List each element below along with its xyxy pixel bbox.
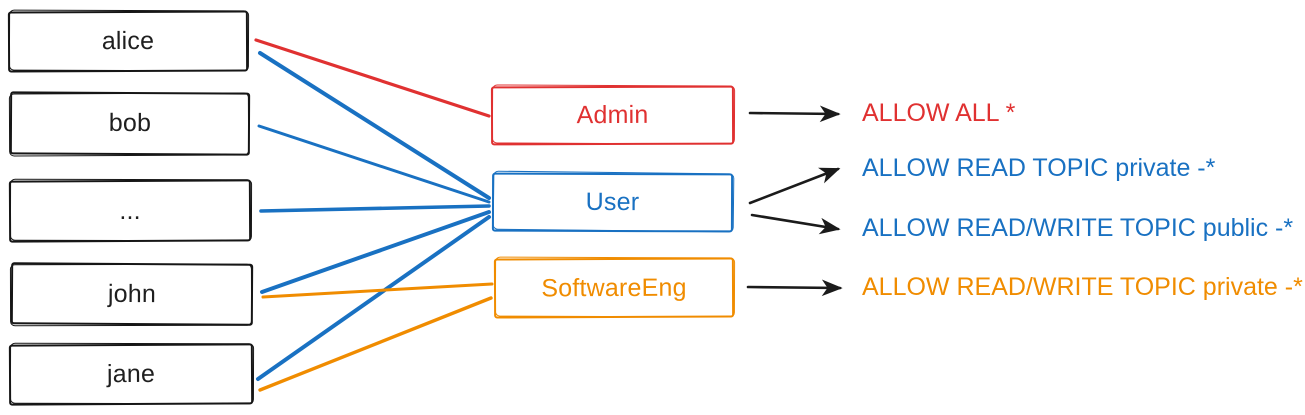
role-label-admin: Admin [576, 100, 649, 130]
edge-john-to-User [260, 210, 491, 294]
role-box-admin: Admin [490, 85, 735, 146]
edge-alice-to-Admin [254, 38, 491, 118]
arrow-Admin-to-allow-all [748, 105, 841, 123]
role-box-user: User [491, 172, 734, 233]
user-box-jane: jane [8, 343, 254, 406]
user-box-john: john [10, 262, 254, 326]
user-label-john: john [107, 279, 157, 308]
permission-allow-read-write-topic-public: ALLOW READ/WRITE TOPIC public -* [862, 214, 1294, 242]
role-label-softwareeng: SoftwareEng [541, 273, 687, 302]
edge-dots-to-User [259, 204, 491, 213]
edge-alice-to-User [258, 51, 491, 200]
role-box-softwareeng: SoftwareEng [493, 257, 735, 319]
edge-jane-to-User [256, 215, 491, 381]
user-box-alice: alice [7, 10, 249, 73]
permission-allow-read-write-topic-private: ALLOW READ/WRITE TOPIC private -* [862, 273, 1303, 301]
user-label-alice: alice [101, 26, 155, 56]
user-label-ellipsis: ... [119, 196, 141, 225]
user-box-ellipsis: ... [8, 179, 252, 243]
user-box-bob: bob [9, 91, 251, 156]
edge-jane-to-SoftwareEng [258, 296, 493, 392]
permission-allow-all: ALLOW ALL * [862, 99, 1016, 127]
user-label-bob: bob [108, 108, 152, 138]
arrow-User-to-allow-read-private [748, 167, 841, 205]
edge-bob-to-User [257, 124, 491, 204]
arrow-User-to-allow-read-write-public [750, 213, 841, 235]
permission-allow-read-topic-private: ALLOW READ TOPIC private -* [862, 154, 1216, 182]
edge-john-to-SoftwareEng [261, 282, 494, 299]
arrow-SoftwareEng-to-allow-read-write-private [746, 279, 843, 297]
role-label-user: User [585, 187, 640, 217]
user-label-jane: jane [106, 359, 156, 389]
